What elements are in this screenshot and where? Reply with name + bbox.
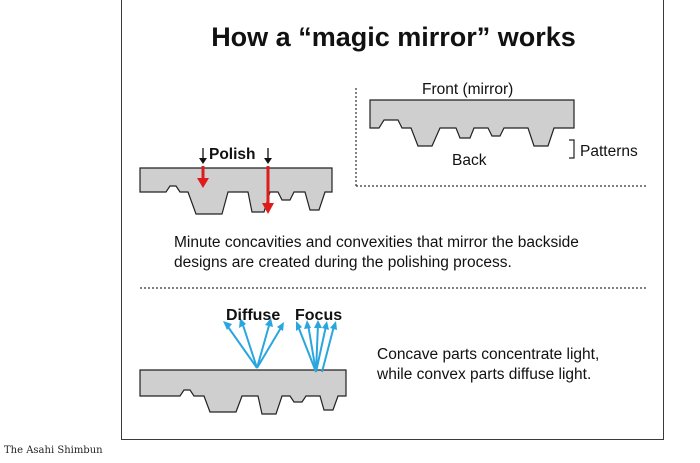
focus-light-rays (297, 323, 335, 373)
focus-arrowheads (296, 320, 337, 331)
diagram-title: How a “magic mirror” works (211, 22, 576, 52)
diffuse-arrowheads (223, 318, 284, 331)
light-description-line-2: while convex parts diffuse light. (377, 366, 592, 383)
diffuse-light-rays (225, 321, 283, 369)
patterns-bracket (569, 139, 575, 159)
credit-caption: The Asahi Shimbun (4, 445, 103, 456)
light-cross-section (139, 369, 347, 415)
light-description: Concave parts concentrate light, while c… (377, 345, 599, 385)
front-mirror-label: Front (mirror) (422, 81, 514, 98)
diagram-frame: How a “magic mirror” works (121, 0, 664, 440)
polish-label: Polish (209, 146, 256, 163)
polish-black-arrowhead-left (199, 158, 207, 164)
light-description-line-1: Concave parts concentrate light, (377, 346, 600, 363)
polish-red-arrowhead-short (197, 178, 209, 188)
patterns-label: Patterns (580, 143, 638, 160)
back-label: Back (452, 152, 487, 169)
polishing-description-line-2: designs are created during the polishing… (174, 254, 512, 271)
focus-label: Focus (295, 307, 343, 324)
diagram-artwork (139, 88, 647, 415)
polishing-cross-section (139, 167, 333, 215)
polish-red-arrowhead-long (262, 203, 274, 214)
polishing-description: Minute concavities and convexities that … (174, 233, 579, 273)
polish-black-arrowhead-right (264, 158, 272, 164)
diffuse-label: Diffuse (226, 307, 281, 324)
mirror-cross-section-back (369, 99, 575, 147)
polishing-description-line-1: Minute concavities and convexities that … (174, 234, 579, 251)
